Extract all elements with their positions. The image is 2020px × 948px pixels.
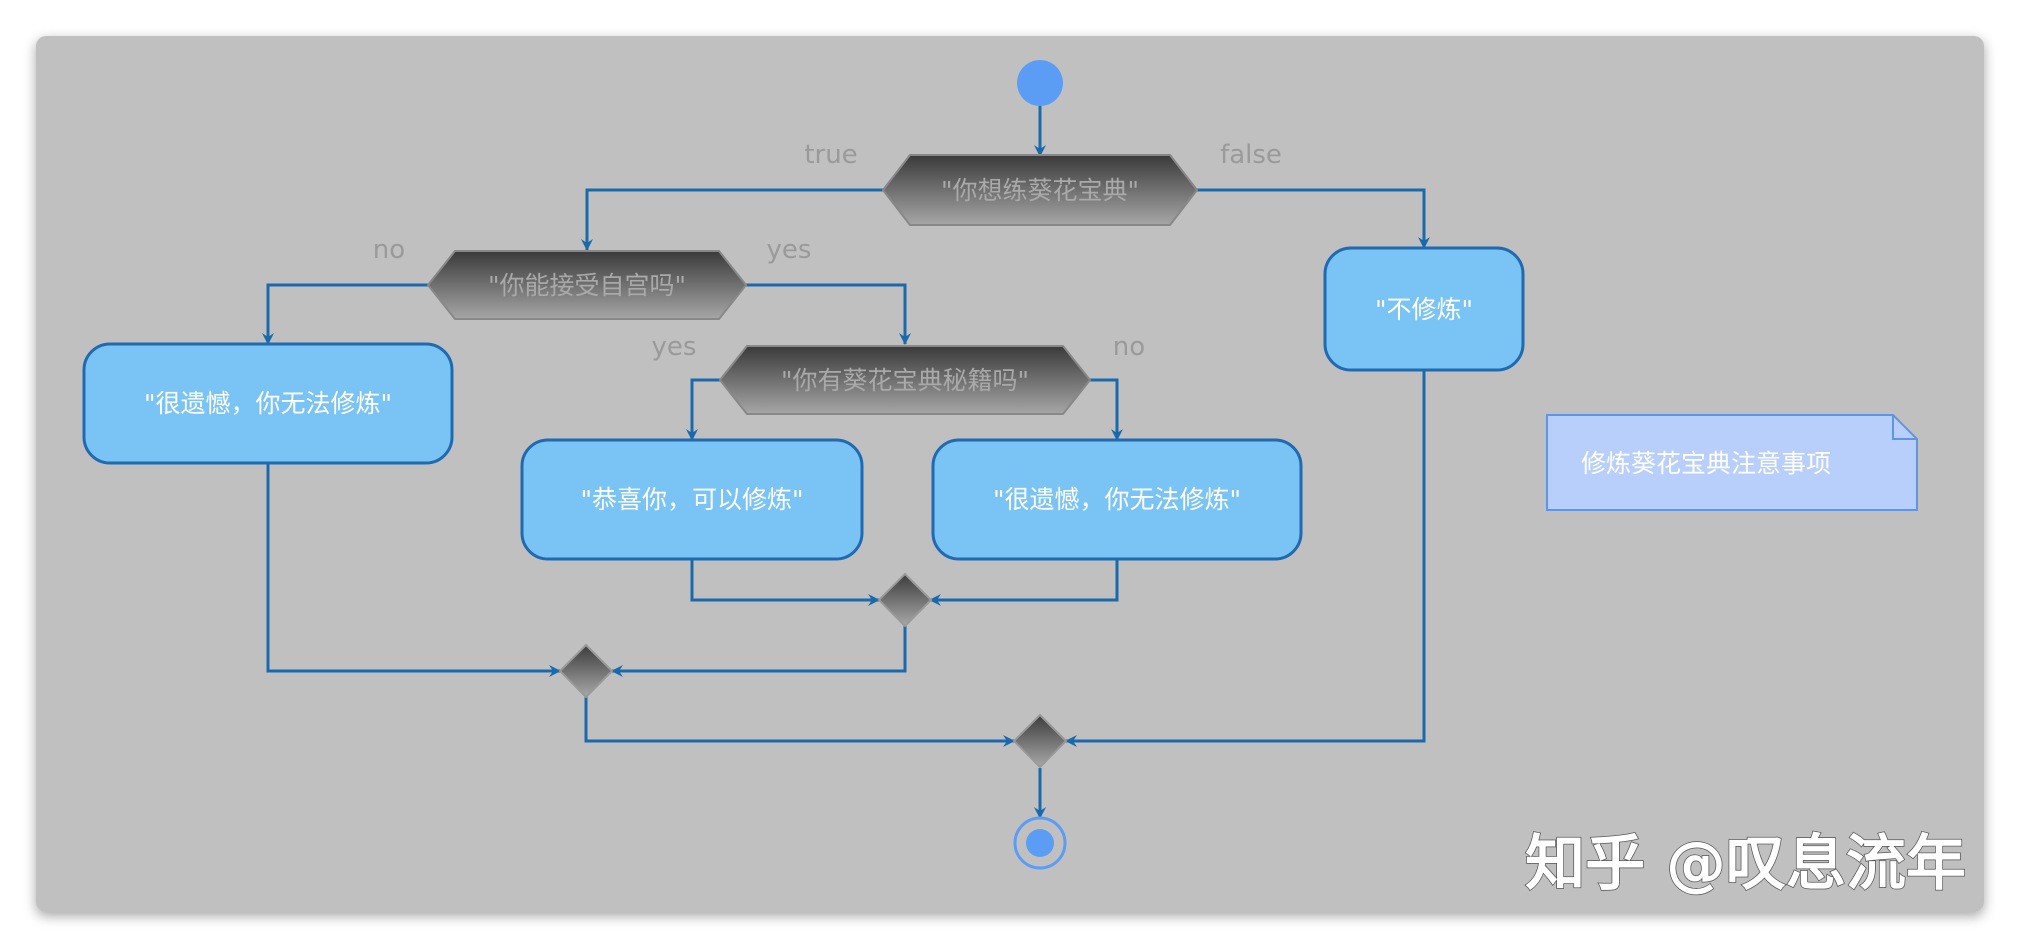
- edge-regret-left-to-merge2: [266, 463, 561, 677]
- note-text: 修炼葵花宝典注意事项: [1581, 449, 1831, 478]
- end-node-ring: [1013, 816, 1067, 870]
- decision-main-shape: [881, 154, 1199, 226]
- action-no-practice: "不修炼": [1323, 246, 1525, 372]
- guard-book-yes: yes: [652, 332, 697, 362]
- decision-book: "你有葵花宝典秘籍吗" yes no: [652, 332, 1145, 415]
- guard-true: true: [804, 140, 857, 170]
- action-regret-right-label: "很遗憾，你无法修炼": [993, 485, 1241, 514]
- merge-node-main: [1012, 713, 1068, 769]
- edge-accept-no: [262, 283, 428, 345]
- decision-book-question: "你有葵花宝典秘籍吗": [781, 366, 1029, 395]
- guard-book-no: no: [1113, 332, 1145, 362]
- guard-false: false: [1220, 140, 1282, 170]
- action-no-practice-label: "不修炼": [1375, 295, 1473, 324]
- action-no-practice-box: [1323, 246, 1525, 372]
- edge-nopractice-to-merge3: [1065, 370, 1426, 747]
- edge-book-no: [1090, 378, 1123, 441]
- edge-accept-yes: [746, 283, 911, 345]
- edge-regret-right-to-merge1: [929, 559, 1119, 606]
- edge-main-true: [581, 188, 883, 251]
- decision-accept-question: "你能接受自宫吗": [488, 271, 686, 300]
- note-fold: [1892, 415, 1917, 440]
- action-regret-right: "很遗憾，你无法修炼": [931, 438, 1303, 561]
- note-shape: [1546, 414, 1918, 511]
- decision-accept: "你能接受自宫吗" no yes: [373, 235, 812, 320]
- edges: [262, 106, 1430, 819]
- decision-accept-shape: [426, 250, 748, 320]
- edge-congrats-to-merge1: [690, 559, 880, 606]
- guard-accept-yes: yes: [767, 235, 812, 265]
- watermark: 知乎 @叹息流年: [1525, 829, 1966, 899]
- decision-main: "你想练葵花宝典" true false: [804, 140, 1282, 226]
- guard-accept-no: no: [373, 235, 405, 265]
- merge-node-accept: [558, 643, 614, 699]
- action-regret-left-box: [82, 342, 454, 465]
- edge-merge2-to-merge3: [584, 697, 1015, 747]
- note: 修炼葵花宝典注意事项: [1546, 414, 1918, 511]
- action-regret-right-box: [931, 438, 1303, 561]
- edge-merge1-to-merge2: [611, 626, 907, 677]
- merge-node-book: [877, 572, 933, 628]
- action-regret-left-label: "很遗憾，你无法修炼": [144, 389, 392, 418]
- action-congrats: "恭喜你，可以修炼": [520, 438, 864, 561]
- decision-book-shape: [718, 345, 1092, 415]
- action-regret-left: "很遗憾，你无法修炼": [82, 342, 454, 465]
- edge-book-yes: [686, 378, 720, 441]
- end-node: [1013, 816, 1067, 870]
- start-node: [1017, 60, 1063, 106]
- end-node-core: [1026, 829, 1054, 857]
- decision-main-question: "你想练葵花宝典": [941, 176, 1139, 205]
- action-congrats-box: [520, 438, 864, 561]
- edge-main-false: [1197, 188, 1430, 249]
- action-congrats-label: "恭喜你，可以修炼": [581, 485, 804, 514]
